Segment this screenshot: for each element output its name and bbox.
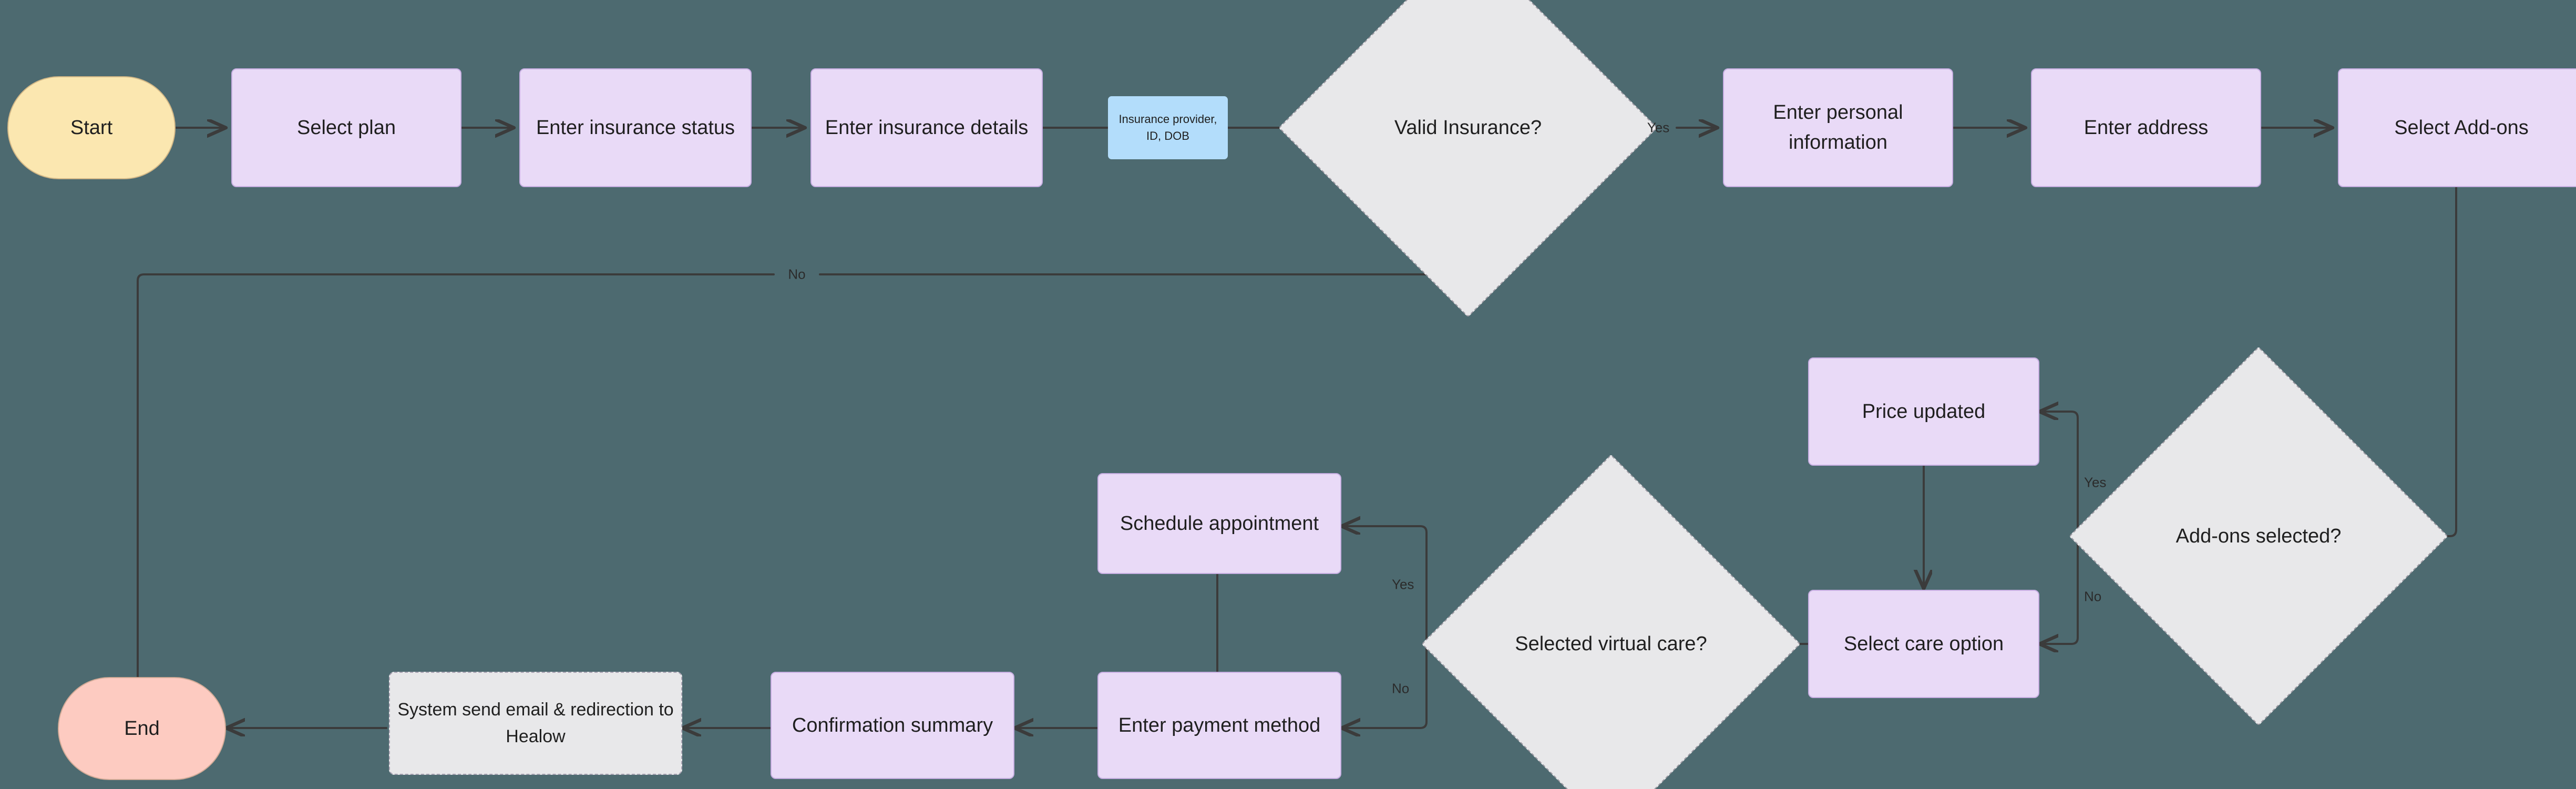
node-end[interactable]: End: [58, 677, 226, 780]
node-enter-insurance-details-label: Enter insurance details: [825, 116, 1029, 139]
node-confirmation-summary-label: Confirmation summary: [792, 714, 993, 736]
node-select-addons-label: Select Add-ons: [2394, 116, 2529, 139]
edge-valid-no-to-end: [138, 273, 775, 699]
node-enter-insurance-status[interactable]: Enter insurance status: [519, 68, 752, 187]
node-enter-personal-information[interactable]: Enter personal information: [1723, 68, 1953, 187]
node-schedule-appointment-label: Schedule appointment: [1120, 512, 1319, 535]
node-enter-personal-information-label: Enter personal information: [1773, 101, 1903, 153]
edge-addons-to-decision: [2397, 178, 2457, 536]
node-confirmation-summary[interactable]: Confirmation summary: [771, 672, 1014, 779]
node-select-plan-label: Select plan: [296, 116, 396, 139]
node-selected-virtual-care-label: Selected virtual care?: [1515, 632, 1707, 655]
node-start-label: Start: [70, 116, 113, 139]
edge-label-valid-no: No: [788, 266, 806, 282]
node-valid-insurance[interactable]: Valid Insurance?: [1278, 0, 1658, 317]
node-addons-selected[interactable]: Add-ons selected?: [2069, 346, 2448, 726]
node-insurance-note[interactable]: Insurance provider, ID, DOB: [1108, 96, 1228, 159]
edge-virtual-no-to-payment: [1341, 643, 1428, 728]
node-enter-address[interactable]: Enter address: [2031, 68, 2261, 187]
node-enter-insurance-details[interactable]: Enter insurance details: [810, 68, 1043, 187]
edge-addons-yes-to-price: [2039, 412, 2079, 537]
diamond-shape: [1421, 454, 1801, 789]
node-end-label: End: [124, 717, 160, 740]
node-enter-insurance-status-label: Enter insurance status: [536, 116, 735, 139]
edge-label-addons-yes: Yes: [2084, 474, 2107, 490]
node-enter-payment-method-label: Enter payment method: [1118, 714, 1321, 736]
node-enter-address-label: Enter address: [2084, 116, 2209, 139]
node-valid-insurance-label: Valid Insurance?: [1394, 116, 1542, 139]
node-addons-selected-label: Add-ons selected?: [2175, 525, 2342, 547]
node-select-care-option-label: Select care option: [1843, 632, 2004, 655]
node-select-addons[interactable]: Select Add-ons: [2338, 68, 2576, 187]
node-price-updated-label: Price updated: [1862, 400, 1986, 423]
edge-label-virtual-no: No: [1392, 680, 1410, 696]
node-schedule-appointment[interactable]: Schedule appointment: [1097, 473, 1341, 574]
edge-valid-no-right: [819, 261, 1469, 275]
node-select-care-option[interactable]: Select care option: [1808, 590, 2039, 698]
edge-label-valid-yes: Yes: [1647, 119, 1670, 136]
node-system-send-email[interactable]: System send email & redirection to Healo…: [389, 672, 682, 775]
node-selected-virtual-care[interactable]: Selected virtual care?: [1421, 454, 1801, 789]
edge-addons-no-to-care: [2039, 535, 2079, 644]
diamond-shape: [1278, 0, 1658, 317]
node-start[interactable]: Start: [7, 76, 176, 179]
node-insurance-note-label: Insurance provider, ID, DOB: [1118, 112, 1217, 142]
node-price-updated[interactable]: Price updated: [1808, 357, 2039, 466]
node-enter-payment-method[interactable]: Enter payment method: [1097, 672, 1341, 779]
edge-label-virtual-yes: Yes: [1392, 576, 1414, 592]
node-system-send-email-label: System send email & redirection to Healo…: [397, 700, 674, 746]
edge-label-addons-no: No: [2084, 588, 2102, 604]
node-select-plan[interactable]: Select plan: [231, 68, 461, 187]
